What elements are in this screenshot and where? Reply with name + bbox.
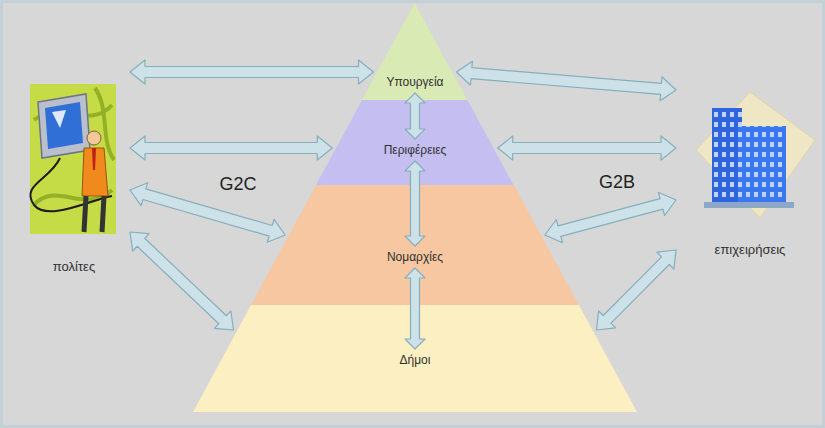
- monitor-screen: [45, 102, 83, 149]
- tier-label: Νομαρχίες: [387, 249, 443, 265]
- ground-strip: [704, 202, 794, 208]
- block-arrow: [130, 232, 234, 330]
- icon-ground: [696, 92, 815, 218]
- tier-shape: [316, 100, 514, 185]
- person-head: [87, 131, 101, 145]
- pyramid-tier: Νομαρχίες: [251, 185, 579, 305]
- icon-swirls: [34, 88, 114, 205]
- block-arrow: [130, 136, 332, 160]
- person-legs: [84, 196, 104, 232]
- actor-node: πολίτες: [22, 70, 126, 275]
- screen-glare: [52, 110, 66, 128]
- tier-fill: [251, 185, 579, 305]
- channel-label: G2C: [219, 174, 256, 194]
- pyramid-tier: Υπουργεία: [362, 3, 467, 100]
- actor-label: επιχειρήσεις: [715, 242, 786, 258]
- block-arrow: [130, 183, 285, 243]
- tier-fill: [316, 100, 514, 185]
- person-body: [82, 148, 108, 196]
- icon-ground: [30, 84, 116, 234]
- monitor: [38, 94, 90, 158]
- tier-label: Δήμοι: [400, 352, 431, 368]
- tier-shape: [362, 3, 467, 100]
- block-arrow: [498, 136, 676, 160]
- block-arrow: [130, 60, 374, 84]
- office-windows: [738, 126, 786, 204]
- tier-shape: [193, 305, 637, 412]
- tier-shape: [251, 185, 579, 305]
- channel-label: G2B: [599, 172, 635, 192]
- pyramid-tier: Περιφέρειες: [316, 100, 514, 185]
- tower: [712, 108, 742, 202]
- tower-windows: [712, 108, 742, 202]
- office-block: [738, 126, 786, 204]
- person-tie: [92, 148, 96, 170]
- label-holder: G2B: [599, 172, 635, 192]
- block-arrow: [597, 250, 677, 330]
- label-holder: G2C: [219, 174, 256, 194]
- block-arrow: [545, 192, 676, 242]
- actor-node: επιχειρήσεις: [680, 80, 820, 258]
- actor-label: πολίτες: [53, 259, 95, 275]
- block-arrow: [457, 61, 677, 100]
- tier-label: Υπουργεία: [386, 74, 443, 90]
- tier-label: Περιφέρειες: [384, 142, 447, 158]
- pyramid-tier: Δήμοι: [193, 305, 637, 412]
